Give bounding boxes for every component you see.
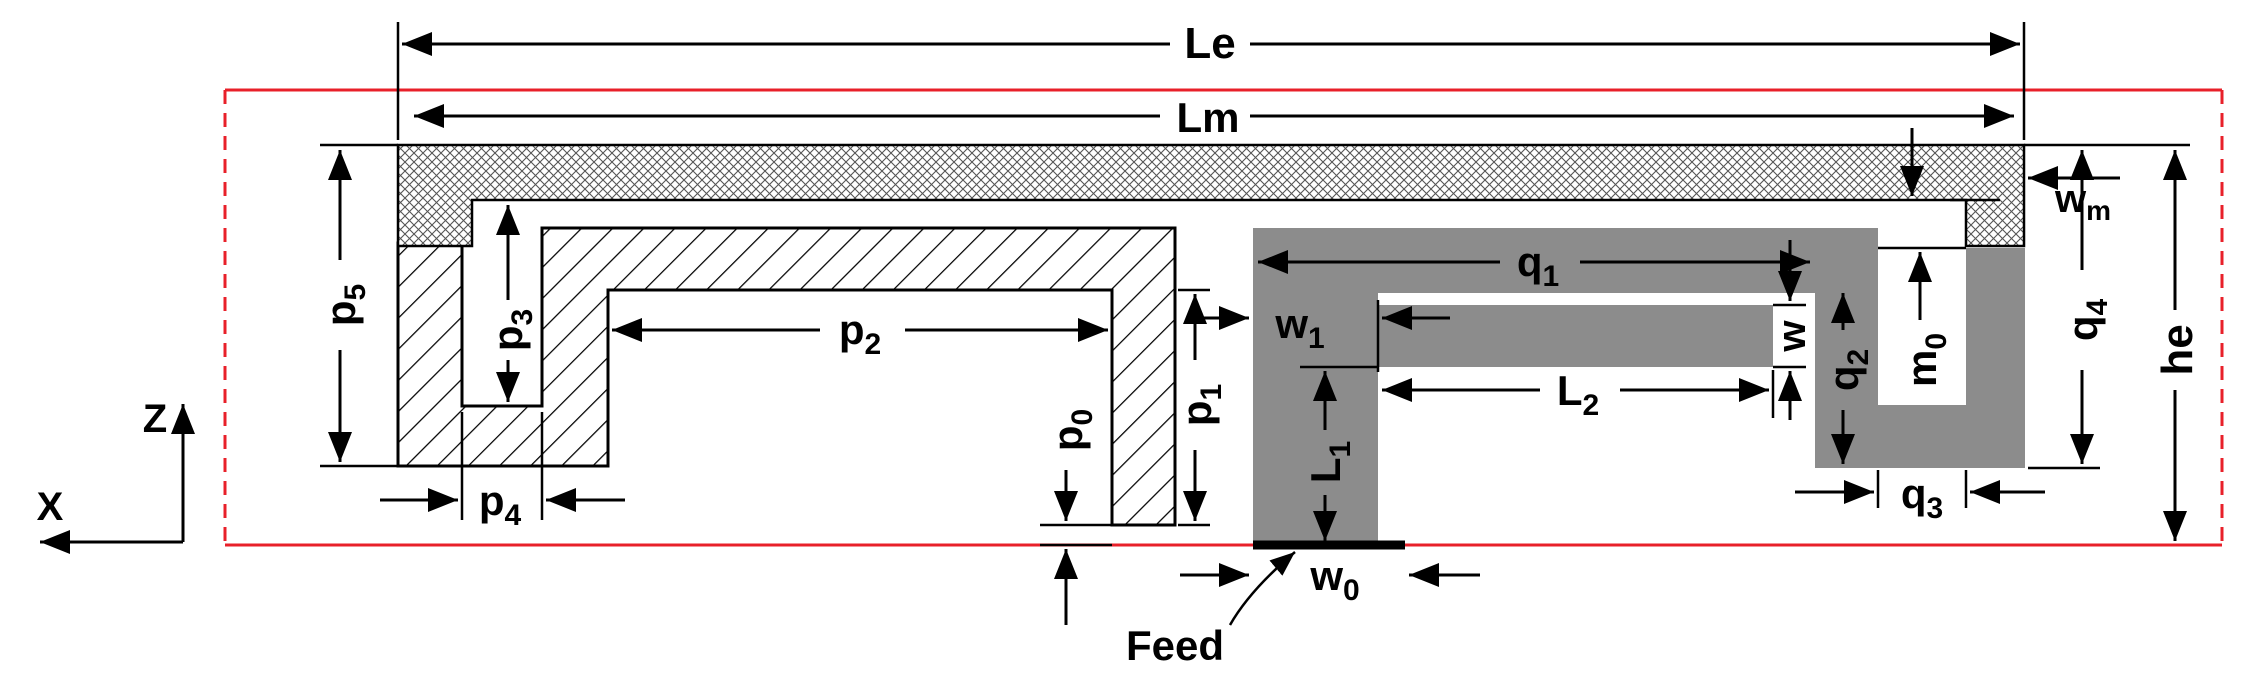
label-axis-x: X xyxy=(37,485,64,529)
label-p5: p5 xyxy=(317,284,372,326)
label-q3: q3 xyxy=(1901,470,1943,525)
dimension-lines xyxy=(320,22,2190,626)
label-p3: p3 xyxy=(484,309,539,351)
label-q2: q2 xyxy=(1820,349,1875,391)
label-feed: Feed xyxy=(1126,622,1224,669)
ground-plane xyxy=(223,88,2224,547)
label-wm: wm xyxy=(2054,177,2111,226)
label-Lm: Lm xyxy=(1177,94,1240,141)
label-Le: Le xyxy=(1184,19,1235,68)
label-q4: q4 xyxy=(2059,299,2114,342)
label-he: he xyxy=(2153,324,2202,375)
label-w1: w1 xyxy=(1274,300,1324,355)
label-p1: p1 xyxy=(1173,384,1228,426)
label-L2: L2 xyxy=(1557,367,1599,422)
label-w: w xyxy=(1770,320,1814,353)
label-axis-z: Z xyxy=(143,397,167,441)
label-w0: w0 xyxy=(1309,552,1359,607)
label-m0: m0 xyxy=(1898,333,1953,387)
hatched-element xyxy=(396,226,1177,527)
label-q1: q1 xyxy=(1517,238,1559,293)
patch-L2-arm xyxy=(1378,305,1773,367)
label-p4: p4 xyxy=(479,477,522,532)
patch-q4-riser xyxy=(1966,248,2025,468)
label-p0: p0 xyxy=(1044,409,1099,451)
patch-feed-stem xyxy=(1253,228,1378,544)
labels: Le Lm wm he p5 p3 p2 p4 p0 p1 q1 q2 q3 q… xyxy=(37,19,2202,669)
label-L1: L1 xyxy=(1302,441,1357,483)
label-p2: p2 xyxy=(839,306,881,361)
axes xyxy=(40,404,195,554)
